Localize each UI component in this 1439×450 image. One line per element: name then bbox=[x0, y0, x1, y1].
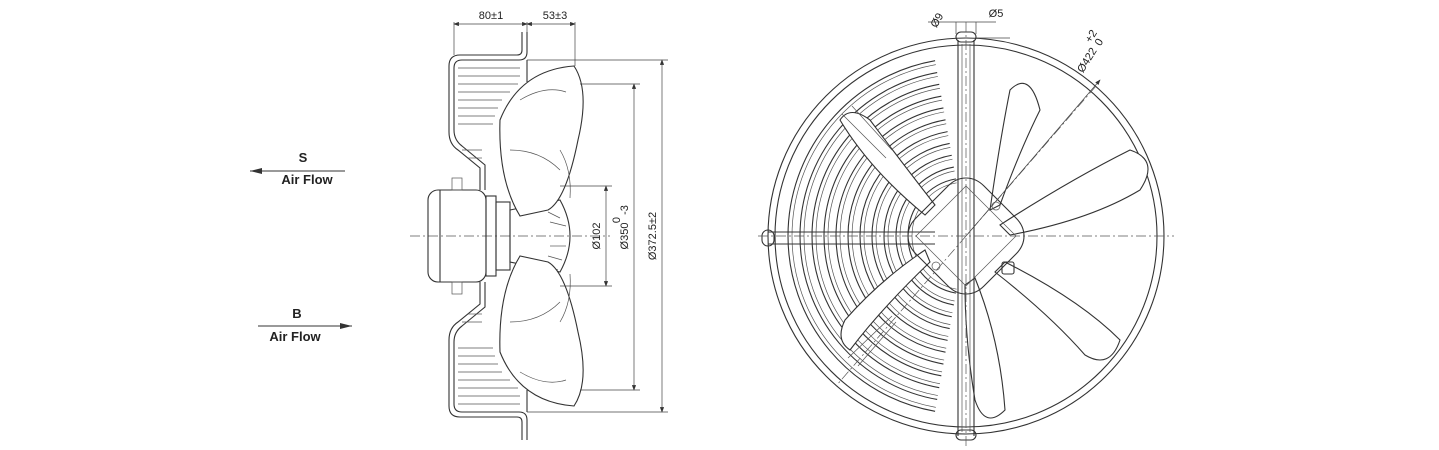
guard-ring-arc-inner bbox=[827, 99, 943, 373]
side-housing bbox=[448, 32, 528, 440]
dim-80: 80±1 bbox=[453, 10, 528, 55]
airflow-s-arrowhead-icon bbox=[250, 168, 262, 174]
guard-ring-arc bbox=[787, 60, 936, 412]
side-hub bbox=[509, 199, 571, 273]
airflow-b-label: Air Flow bbox=[269, 329, 321, 344]
dim-holes: Ø9 Ø5 bbox=[928, 8, 1010, 39]
airflow-b-arrowhead-icon bbox=[340, 323, 352, 329]
dim-guard-tol-lower: 0 bbox=[1093, 37, 1106, 49]
guard-ring-arc-inner bbox=[899, 170, 955, 302]
guard-ring-arc bbox=[859, 131, 948, 341]
dim-hub: Ø102 bbox=[560, 185, 612, 287]
dim-depth-total-label: 80±1 bbox=[479, 10, 503, 22]
airflow-b: B Air Flow bbox=[258, 306, 352, 344]
front-blades bbox=[839, 82, 1149, 419]
side-motor bbox=[427, 177, 511, 295]
side-blades bbox=[499, 65, 584, 407]
dim-blade-tol-upper: 0 bbox=[611, 217, 623, 223]
guard-ring-arc bbox=[895, 166, 954, 306]
dim-blade: Ø350 0 -3 bbox=[580, 83, 640, 391]
dim-guard-tol-upper: +2 bbox=[1083, 28, 1100, 45]
dim-housing-dia-label: Ø372.5±2 bbox=[647, 212, 659, 260]
guard-ring-arc-inner bbox=[911, 182, 957, 290]
airflow-s: S Air Flow bbox=[250, 150, 345, 187]
dim-blade-tol-lower: -3 bbox=[619, 205, 631, 215]
dim-housing: Ø372.5±2 bbox=[527, 59, 668, 413]
front-horizontal-rods bbox=[761, 105, 935, 367]
dim-depth-front-label: 53±3 bbox=[543, 10, 567, 22]
guard-ring-arc-inner bbox=[803, 76, 938, 396]
dim-hub-dia-label: Ø102 bbox=[591, 223, 603, 250]
airflow-s-label: Air Flow bbox=[281, 172, 333, 187]
dim-blade-dia-label: Ø350 bbox=[619, 223, 631, 250]
dim-53: 53±3 bbox=[526, 10, 576, 66]
guard-ring-arc-inner bbox=[791, 64, 936, 408]
front-view: Ø422 +2 0 Ø9 Ø5 bbox=[758, 8, 1174, 446]
dim-rod-dia-label: Ø5 bbox=[989, 8, 1004, 20]
airflow-legend: S Air Flow B Air Flow bbox=[250, 150, 352, 344]
airflow-s-letter: S bbox=[299, 150, 308, 165]
side-view: 80±1 53±3 Ø102 Ø350 0 -3 bbox=[410, 10, 668, 440]
guard-ring-arc-inner bbox=[863, 135, 949, 337]
dim-hole-dia-label: Ø9 bbox=[929, 11, 947, 30]
guard-ring-arc bbox=[823, 95, 942, 377]
side-guard-ribs bbox=[458, 67, 520, 405]
front-vertical-rods bbox=[955, 31, 977, 441]
dim-guard-dia-label: Ø422 bbox=[1075, 46, 1099, 75]
airflow-b-letter: B bbox=[292, 306, 301, 321]
